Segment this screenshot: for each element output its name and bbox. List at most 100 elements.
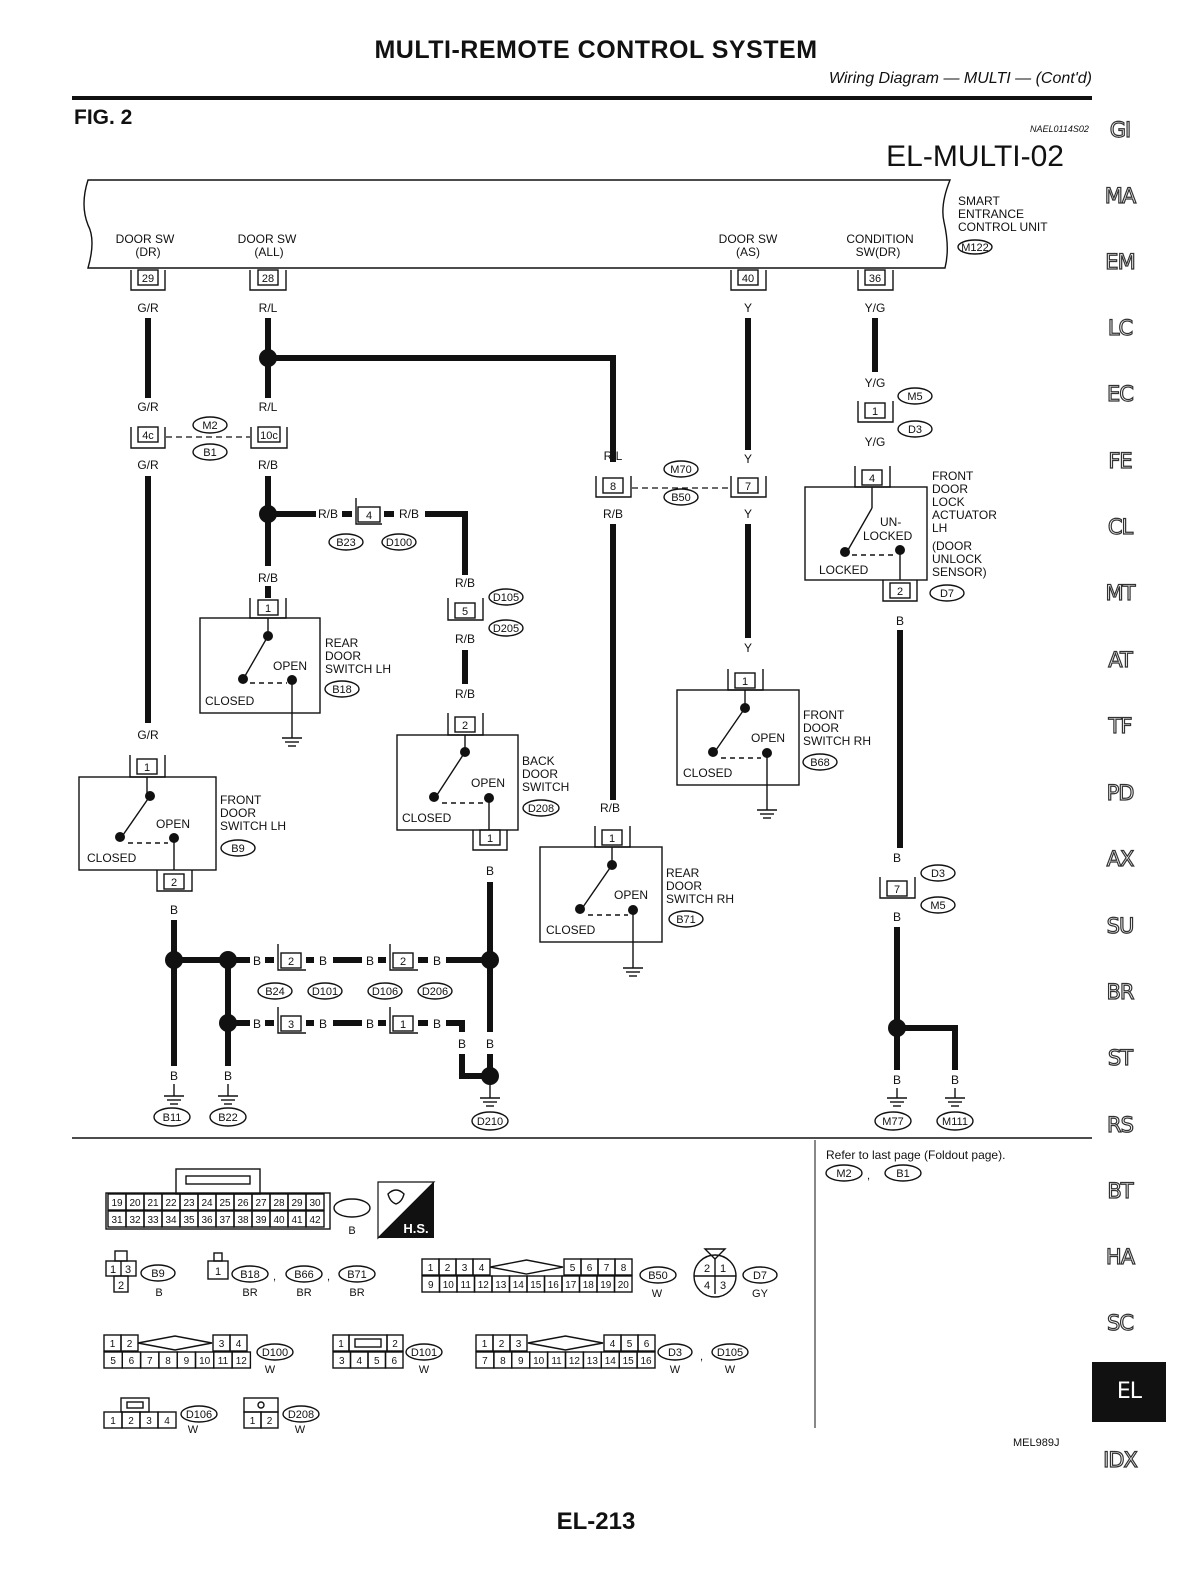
- section-tab-su[interactable]: SU: [1106, 913, 1135, 938]
- wire-color: R/B: [600, 801, 620, 815]
- section-tab-em[interactable]: EM: [1105, 249, 1137, 274]
- section-tab-bt[interactable]: BT: [1107, 1178, 1134, 1203]
- cavity-number: 8: [165, 1356, 171, 1367]
- cavity-number: 10: [443, 1280, 455, 1291]
- inline-connector: 1: [389, 1007, 418, 1034]
- cavity-number: 11: [218, 1356, 229, 1367]
- connector-cavity: [305, 1210, 325, 1228]
- section-tab-ha[interactable]: HA: [1105, 1244, 1135, 1269]
- svg-text:D101: D101: [312, 986, 338, 998]
- cavity-number: 37: [219, 1215, 231, 1226]
- svg-text:4: 4: [704, 1280, 710, 1292]
- section-tab-at[interactable]: AT: [1108, 647, 1134, 672]
- svg-text:B9: B9: [151, 1268, 164, 1280]
- section-tab-cl[interactable]: CL: [1107, 514, 1134, 539]
- terminal-label: DOOR SW: [238, 232, 297, 246]
- cavity-number: 12: [236, 1356, 248, 1367]
- wire-color: R/L: [259, 400, 278, 414]
- section-tab-st[interactable]: ST: [1107, 1045, 1133, 1070]
- svg-text:CLOSED: CLOSED: [683, 766, 733, 780]
- svg-text:SWITCH: SWITCH: [522, 780, 569, 794]
- wire-color: R/L: [604, 449, 623, 463]
- connector-cavity: [613, 1275, 633, 1293]
- section-tab-tf[interactable]: TF: [1108, 713, 1133, 738]
- section-tab-rs[interactable]: RS: [1106, 1112, 1134, 1137]
- wire-color: Y/G: [865, 301, 886, 315]
- front-door-switch-rh: 1 OPEN CLOSED FRONT DOOR SWITCH RH B68: [676, 669, 871, 819]
- cavity-number: 12: [478, 1280, 490, 1291]
- section-tab-gi[interactable]: GI: [1109, 117, 1132, 142]
- svg-text:M2: M2: [202, 420, 217, 432]
- section-tab-idx[interactable]: IDX: [1103, 1447, 1139, 1472]
- terminal-pin: 36: [857, 269, 894, 291]
- cavity-number: 3: [219, 1339, 225, 1350]
- svg-text:M5: M5: [930, 900, 945, 912]
- section-tab-ax[interactable]: AX: [1106, 846, 1135, 871]
- inline-connector: 8: [595, 476, 632, 498]
- cavity-number: 8: [621, 1263, 627, 1274]
- cavity-number: 9: [184, 1356, 190, 1367]
- cavity-number: 1: [250, 1416, 256, 1427]
- section-tab-mt[interactable]: MT: [1105, 580, 1136, 605]
- svg-text:7: 7: [894, 884, 900, 896]
- terminal-sublabel: (DR): [135, 245, 160, 259]
- cavity-number: 5: [627, 1339, 633, 1350]
- section-tab-fe[interactable]: FE: [1108, 448, 1134, 473]
- svg-text:UN-: UN-: [880, 515, 901, 529]
- svg-text:28: 28: [262, 273, 274, 285]
- section-tab-lc[interactable]: LC: [1107, 315, 1134, 340]
- section-tab-ec[interactable]: EC: [1106, 381, 1134, 406]
- wire-color: Y: [744, 507, 752, 521]
- cavity-number: 39: [255, 1215, 267, 1226]
- connector-cavity: [637, 1334, 656, 1352]
- wire-color: G/R: [137, 400, 159, 414]
- cavity-number: 32: [129, 1215, 141, 1226]
- svg-text:B23: B23: [336, 537, 356, 549]
- cavity-number: 9: [428, 1280, 434, 1291]
- cavity-number: 34: [165, 1215, 177, 1226]
- page-subtitle: Wiring Diagram — MULTI — (Cont'd): [828, 70, 1092, 87]
- wire-color: R/B: [455, 687, 475, 701]
- back-door-switch: 2 OPEN CLOSED BACK DOOR SWITCH D208 1: [396, 713, 569, 851]
- cavity-number: 1: [428, 1263, 434, 1274]
- connector-id-d100: D100: [381, 533, 417, 551]
- svg-text:M70: M70: [670, 464, 691, 476]
- connector-cavity: [614, 1258, 633, 1276]
- section-tab-sc[interactable]: SC: [1106, 1310, 1134, 1335]
- cavity-number: 7: [482, 1356, 488, 1367]
- cavity-number: 10: [199, 1356, 211, 1367]
- connector-id-d101: D101: [307, 982, 343, 1000]
- svg-text:DOOR: DOOR: [522, 767, 558, 781]
- svg-text:1: 1: [742, 676, 748, 688]
- cavity-number: 38: [237, 1215, 249, 1226]
- wire-color: R/B: [318, 507, 338, 521]
- svg-text:D100: D100: [386, 537, 412, 549]
- connector-cavity: [229, 1334, 248, 1352]
- svg-text:GY: GY: [752, 1288, 769, 1300]
- svg-text:8: 8: [610, 481, 616, 493]
- svg-text:CLOSED: CLOSED: [546, 923, 596, 937]
- svg-text:D3: D3: [931, 868, 945, 880]
- cavity-number: 29: [291, 1198, 303, 1209]
- wire-color: R/L: [259, 301, 278, 315]
- refnote-connector-m2: M2: [825, 1164, 863, 1182]
- svg-text:1: 1: [609, 833, 615, 845]
- cavity-number: 3: [339, 1356, 345, 1367]
- svg-text:2: 2: [704, 1263, 710, 1275]
- section-tab-ma[interactable]: MA: [1104, 183, 1137, 208]
- cavity-number: 21: [147, 1198, 159, 1209]
- section-tab-pd[interactable]: PD: [1106, 780, 1135, 805]
- section-tab-el[interactable]: EL: [1092, 1362, 1166, 1422]
- svg-text:DOOR: DOOR: [932, 482, 968, 496]
- svg-text:40: 40: [742, 273, 754, 285]
- inline-connector: 10c: [250, 426, 288, 449]
- svg-text:M77: M77: [882, 1116, 903, 1128]
- wire-color: G/R: [137, 301, 159, 315]
- section-tab-br[interactable]: BR: [1106, 979, 1135, 1004]
- cavity-number: 41: [291, 1215, 303, 1226]
- ground-symbol: [945, 1088, 965, 1107]
- wire-color: R/B: [455, 576, 475, 590]
- svg-text:3: 3: [720, 1280, 726, 1292]
- ground-symbol: [480, 1084, 500, 1107]
